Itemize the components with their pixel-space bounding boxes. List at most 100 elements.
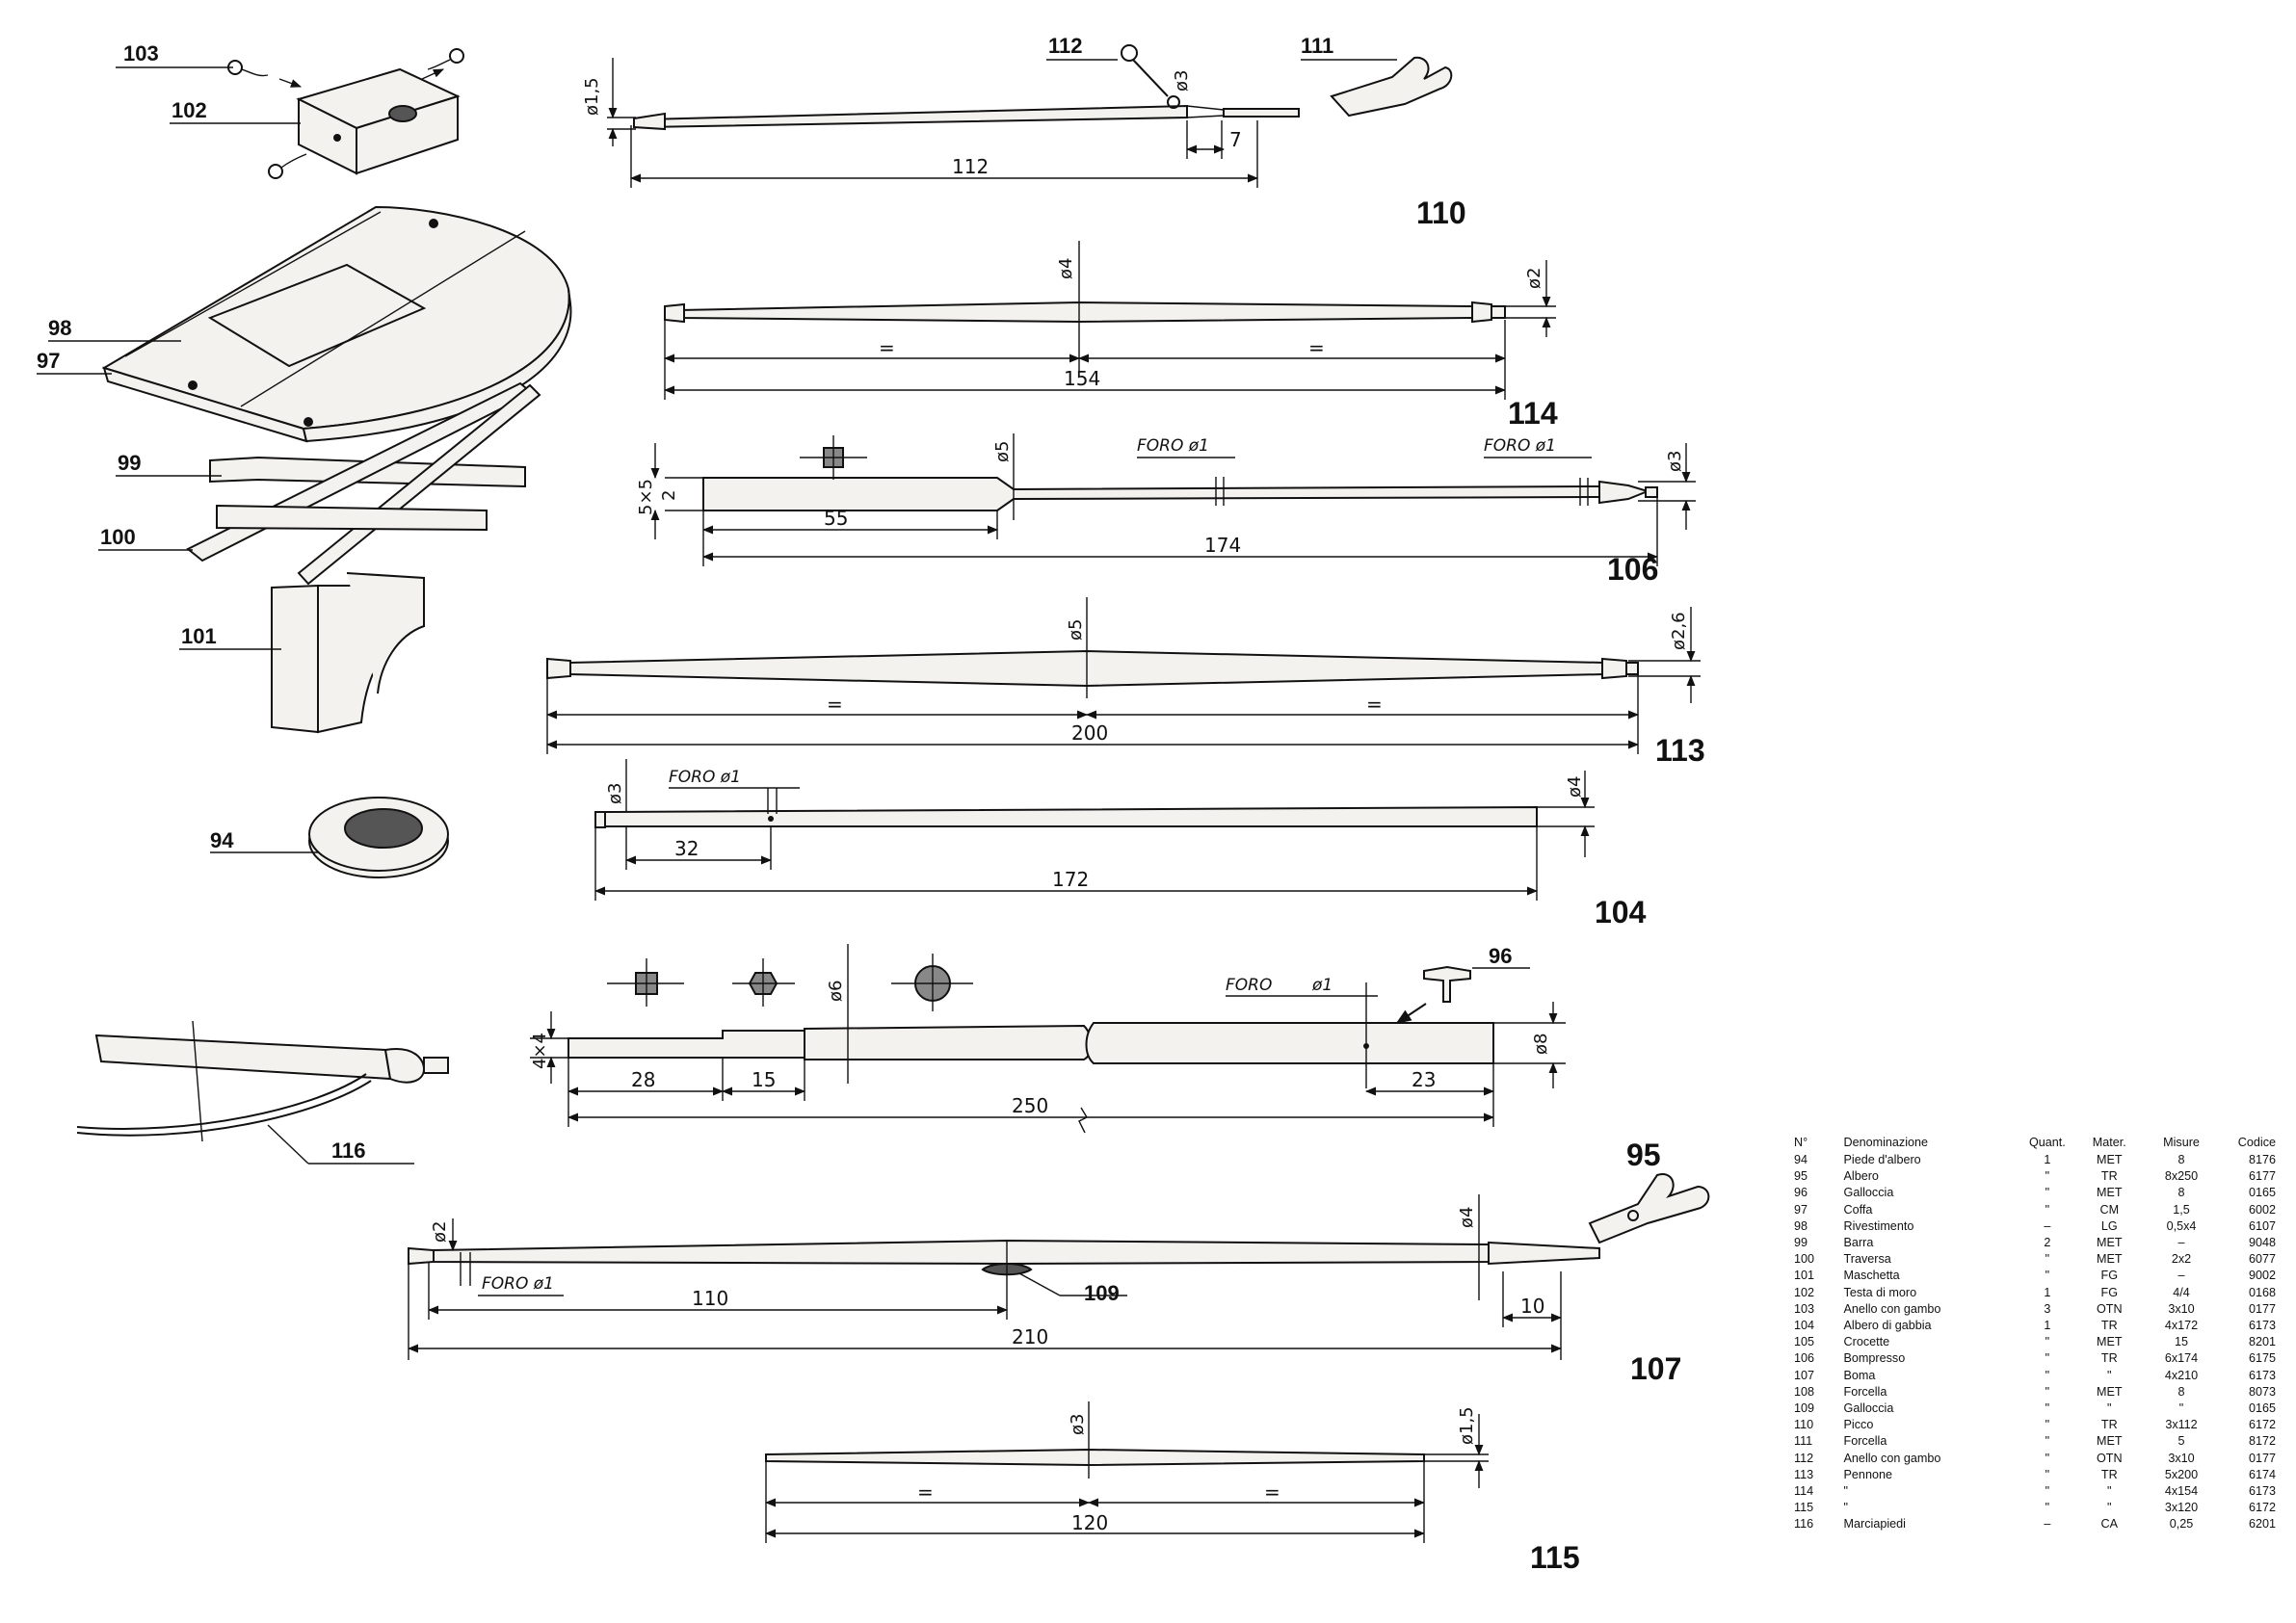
cell-number: 98 xyxy=(1794,1218,1808,1233)
cell-name: Bompresso xyxy=(1843,1351,1906,1366)
dim-95-length: 250 xyxy=(1012,1094,1048,1117)
dim-106-sec: 5×5 xyxy=(636,479,656,515)
cell-code: 8172 xyxy=(2248,1434,2276,1449)
cell-code: 6173 xyxy=(2248,1484,2276,1499)
dim-95-c: 23 xyxy=(1412,1068,1436,1091)
dim-106-step: 2 xyxy=(659,490,679,501)
dim-106-foro-end: FORO ø1 xyxy=(1484,436,1556,456)
label-111: 111 xyxy=(1301,34,1333,58)
cell-material: OTN xyxy=(2096,1451,2123,1465)
cell-name: Boma xyxy=(1843,1368,1876,1382)
cell-name: Coffa xyxy=(1843,1202,1873,1217)
cell-number: 115 xyxy=(1794,1501,1814,1515)
cell-material: TR xyxy=(2100,1351,2118,1366)
cell-code: 6172 xyxy=(2248,1501,2276,1515)
cell-size: 0,25 xyxy=(2169,1517,2194,1531)
part-106-bompresso: FORO ø1 FORO ø1 ø5 55 174 ø3 5×5 2 106 xyxy=(636,433,1696,587)
dim-95-dia: ø6 xyxy=(826,981,846,1002)
cell-size: 3x10 xyxy=(2168,1451,2195,1465)
cell-size: 8x250 xyxy=(2164,1169,2199,1184)
cell-code: 6175 xyxy=(2248,1351,2276,1366)
cell-quantity: " xyxy=(2045,1451,2050,1465)
dim-113-end: ø2,6 xyxy=(1669,612,1689,650)
cell-size: 4x172 xyxy=(2164,1319,2199,1333)
label-109: 109 xyxy=(1084,1281,1120,1305)
cell-size: 1,5 xyxy=(2173,1202,2190,1217)
part-103-rings xyxy=(227,48,464,179)
cell-material: TR xyxy=(2100,1467,2118,1481)
dim-110-length: 112 xyxy=(952,155,989,178)
cell-number: 110 xyxy=(1794,1418,1814,1432)
cell-size: – xyxy=(2177,1236,2185,1250)
dim-95-foro-val: ø1 xyxy=(1311,976,1333,995)
cell-code: 0177 xyxy=(2248,1301,2276,1316)
label-96: 96 xyxy=(1489,944,1512,968)
label-116: 116 xyxy=(331,1139,366,1163)
cell-quantity: " xyxy=(2045,1269,2050,1283)
dim-106-foro-mid: FORO ø1 xyxy=(1137,436,1209,456)
label-106: 106 xyxy=(1607,552,1658,587)
part-102-block xyxy=(296,67,461,175)
label-107: 107 xyxy=(1630,1351,1681,1386)
cell-quantity: " xyxy=(2045,1252,2050,1267)
cell-code: 9048 xyxy=(2248,1236,2276,1250)
cell-code: 6173 xyxy=(2248,1368,2276,1382)
part-95-fork: 95 xyxy=(1588,1138,1710,1244)
cell-material: CA xyxy=(2100,1517,2119,1531)
label-115: 115 xyxy=(1530,1540,1580,1575)
cell-name: Galloccia xyxy=(1843,1186,1894,1200)
cell-size: 8 xyxy=(2177,1186,2185,1200)
dim-104-foro: FORO ø1 xyxy=(669,768,741,787)
dim-107-half: 110 xyxy=(692,1287,728,1310)
cell-size: 3x10 xyxy=(2168,1301,2195,1316)
dim-115-end: ø1,5 xyxy=(1457,1406,1477,1445)
cell-material: MET xyxy=(2096,1153,2123,1166)
dim-114-length: 154 xyxy=(1064,367,1100,390)
cell-number: 96 xyxy=(1794,1186,1808,1200)
label-110: 110 xyxy=(1416,196,1466,230)
dim-106-length: 174 xyxy=(1204,534,1241,557)
cell-code: 0165 xyxy=(2248,1186,2276,1200)
label-99: 99 xyxy=(118,451,141,475)
part-113-pennone: ø5 = = 200 ø2,6 113 xyxy=(545,597,1705,768)
dim-95-a: 28 xyxy=(631,1068,655,1091)
dim-113-mid: ø5 xyxy=(1066,619,1086,641)
cell-material: " xyxy=(2107,1484,2112,1499)
cell-number: 95 xyxy=(1794,1169,1808,1184)
dim-95-foro-word: FORO xyxy=(1226,976,1272,995)
part-101-bracket xyxy=(271,572,425,734)
cell-name: Barra xyxy=(1843,1236,1874,1250)
label-98: 98 xyxy=(48,316,71,340)
cell-number: 114 xyxy=(1794,1484,1814,1499)
cell-name: Forcella xyxy=(1843,1434,1887,1449)
dim-113-eq-left: = xyxy=(827,693,843,716)
cell-material: MET xyxy=(2096,1335,2123,1349)
cell-size: 6x174 xyxy=(2164,1351,2199,1366)
cell-number: 116 xyxy=(1794,1517,1814,1531)
cell-size: 4x210 xyxy=(2164,1368,2199,1382)
cell-material: MET xyxy=(2096,1384,2123,1399)
cell-material: FG xyxy=(2100,1285,2119,1299)
dim-107-length: 210 xyxy=(1012,1325,1048,1348)
cell-size: " xyxy=(2178,1401,2184,1416)
part-115-pennone: ø3 = = 120 ø1,5 115 xyxy=(764,1401,1580,1575)
part-95-albero: ø6 FORO ø1 96 28 15 23 250 4×4 ø8 xyxy=(530,944,1566,1134)
label-100: 100 xyxy=(100,525,136,549)
cell-quantity: " xyxy=(2045,1368,2050,1382)
cell-name: " xyxy=(1843,1501,1849,1515)
dim-114-eq-right: = xyxy=(1308,336,1325,359)
dim-115-length: 120 xyxy=(1071,1511,1108,1534)
label-95: 95 xyxy=(1626,1138,1661,1172)
cell-code: 6174 xyxy=(2248,1467,2276,1481)
cell-size: 4x154 xyxy=(2164,1484,2199,1499)
cell-name: Maschetta xyxy=(1843,1269,1900,1283)
dim-95-b: 15 xyxy=(752,1068,776,1091)
cell-name: Galloccia xyxy=(1843,1401,1894,1416)
